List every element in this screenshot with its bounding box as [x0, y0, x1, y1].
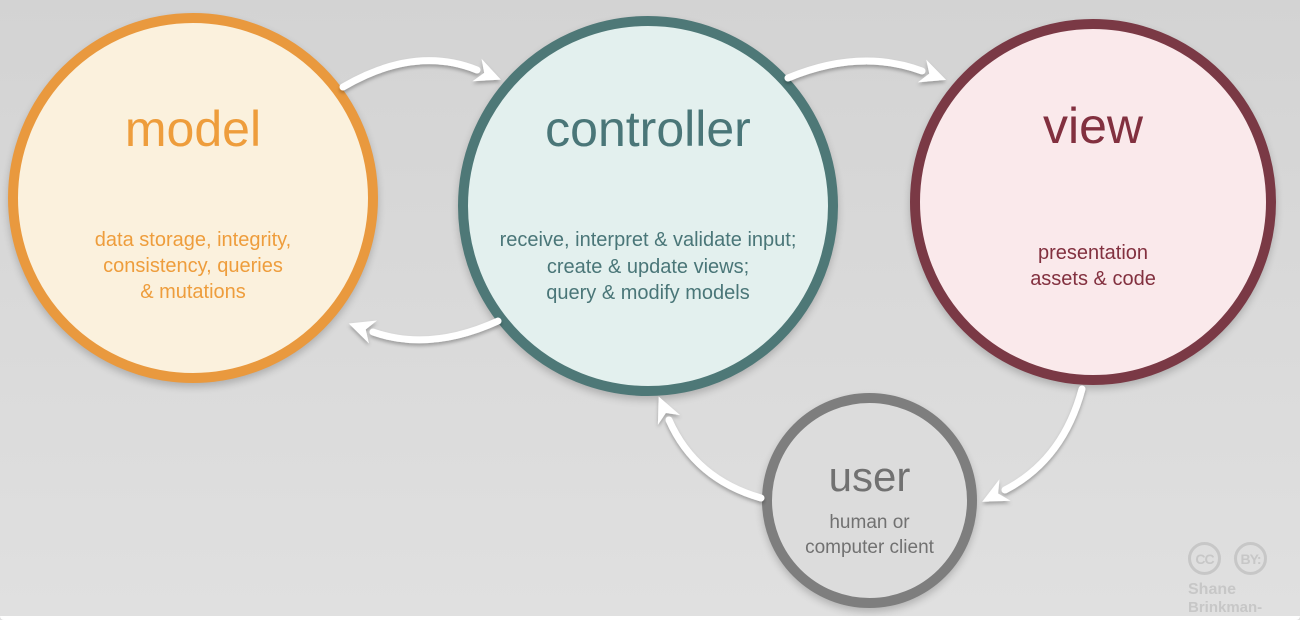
arrow-model-to-controller — [339, 57, 501, 91]
cc-icon: CC — [1188, 542, 1221, 575]
controller-title: controller — [545, 101, 751, 157]
cc-by-icon: BY: — [1234, 542, 1267, 575]
attribution: CC BY: Shane Brinkman-Davis — [1188, 542, 1300, 620]
user-title: user — [828, 453, 911, 500]
arrow-controller-to-view — [784, 57, 947, 83]
user-node: user human or computer client — [762, 393, 977, 608]
controller-node: controller receive, interpret & validate… — [458, 16, 838, 396]
controller-description: receive, interpret & validate input; cre… — [499, 229, 797, 304]
model-description: data storage, integrity, consistency, qu… — [94, 229, 292, 303]
author-first-name: Shane — [1188, 581, 1237, 598]
model-title: model — [124, 101, 262, 157]
footer-strip — [0, 616, 1300, 620]
arrow-controller-to-model — [348, 317, 502, 344]
arrow-user-to-controller — [657, 396, 765, 502]
view-node: view presentation assets & code — [910, 19, 1276, 385]
arrow-view-to-user — [982, 385, 1086, 502]
author-name: Shane Brinkman-Davis — [1188, 582, 1300, 620]
view-title: view — [1042, 98, 1144, 154]
view-description: presentation assets & code — [1030, 242, 1156, 290]
model-node: model data storage, integrity, consisten… — [8, 13, 378, 383]
user-description: human or computer client — [805, 512, 934, 558]
